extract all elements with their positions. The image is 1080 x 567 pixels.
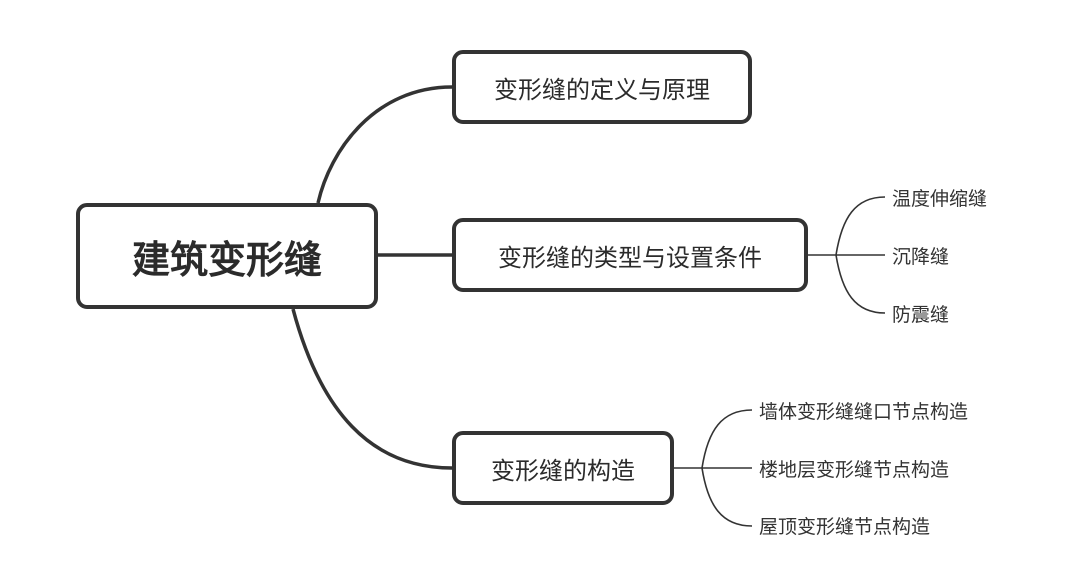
root-node: 建筑变形缝 [76, 203, 378, 309]
branch-node-construction: 变形缝的构造 [452, 431, 674, 505]
leaf-wall-joint-detail: 墙体变形缝缝口节点构造 [759, 401, 969, 423]
connector-root-to-definition [316, 85, 453, 204]
leaf-temperature-joint: 温度伸缩缝 [892, 188, 988, 210]
leaf-floor-joint-detail: 楼地层变形缝节点构造 [759, 459, 950, 481]
branch-node-definition: 变形缝的定义与原理 [452, 50, 752, 124]
branch-node-types: 变形缝的类型与设置条件 [452, 218, 808, 292]
leaf-settlement-joint: 沉降缝 [892, 246, 950, 268]
connector-construction-leaves [674, 409, 753, 527]
leaf-roof-joint-detail: 屋顶变形缝节点构造 [759, 516, 931, 538]
connector-types-leaves [808, 196, 886, 314]
leaf-seismic-joint: 防震缝 [892, 304, 950, 326]
connector-root-to-construction [291, 308, 453, 470]
